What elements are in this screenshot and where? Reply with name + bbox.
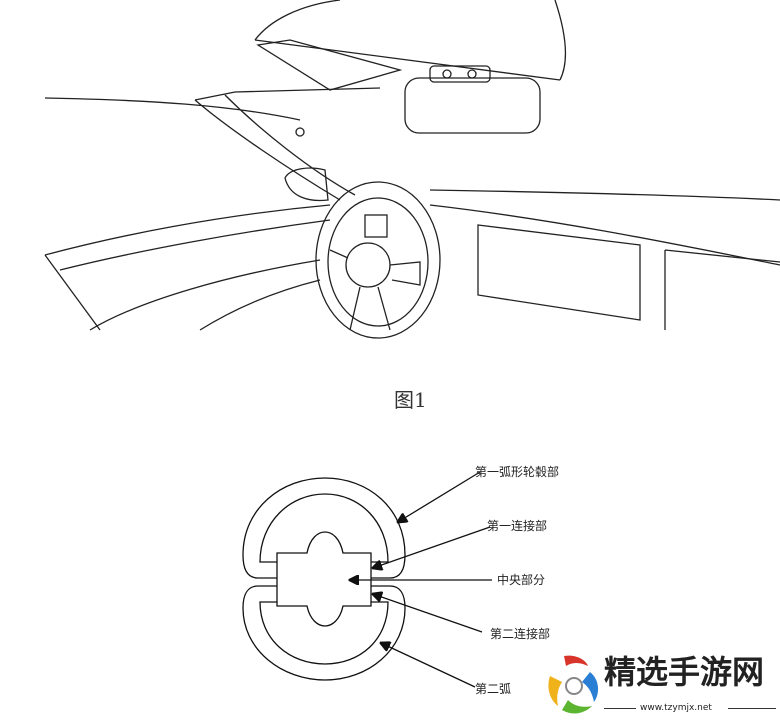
arrow-second-arc-hub: [381, 643, 476, 688]
label-first-arc-hub: 第一弧形轮毂部: [475, 465, 560, 479]
steering-spokes: [329, 249, 421, 331]
mount-sensor: [442, 69, 452, 79]
second-arc-hub: [242, 585, 406, 681]
mirror-mount: [429, 65, 491, 83]
a-pillar: [44, 87, 381, 201]
watermark: 精选手游网 www.tzymjx.net: [540, 650, 780, 722]
air-vent: [364, 214, 388, 238]
label-first-connector: 第一连接部: [487, 519, 548, 533]
first-arc-hub: [242, 477, 406, 579]
steering-wheel-inner: [327, 197, 429, 327]
center-screen: [477, 224, 641, 321]
watermark-title: 精选手游网: [604, 653, 765, 691]
arrow-second-connector: [373, 594, 483, 633]
mount-sensor: [467, 69, 477, 79]
label-center-part: 中央部分: [497, 573, 546, 587]
arrow-first-arc-hub: [398, 471, 481, 522]
center-part: [276, 531, 372, 627]
sun-visor: [256, 39, 403, 91]
watermark-divider: [604, 708, 636, 709]
label-second-arc-hub: 第二弧: [475, 682, 512, 696]
figure-1-caption: 图1: [394, 388, 427, 412]
watermark-logo-icon: [548, 655, 599, 714]
watermark-url: www.tzymjx.net: [640, 703, 712, 713]
sensor-dot: [295, 127, 305, 137]
dashboard: [44, 189, 780, 331]
watermark-divider: [728, 708, 776, 709]
arrow-first-connector: [373, 526, 491, 568]
car-interior-drawing: [44, 0, 780, 339]
side-mirror: [284, 167, 329, 202]
headliner: [254, 0, 567, 81]
label-second-connector: 第二连接部: [490, 627, 551, 641]
passenger-screen: [664, 249, 780, 330]
steering-wheel-outer: [315, 181, 441, 339]
